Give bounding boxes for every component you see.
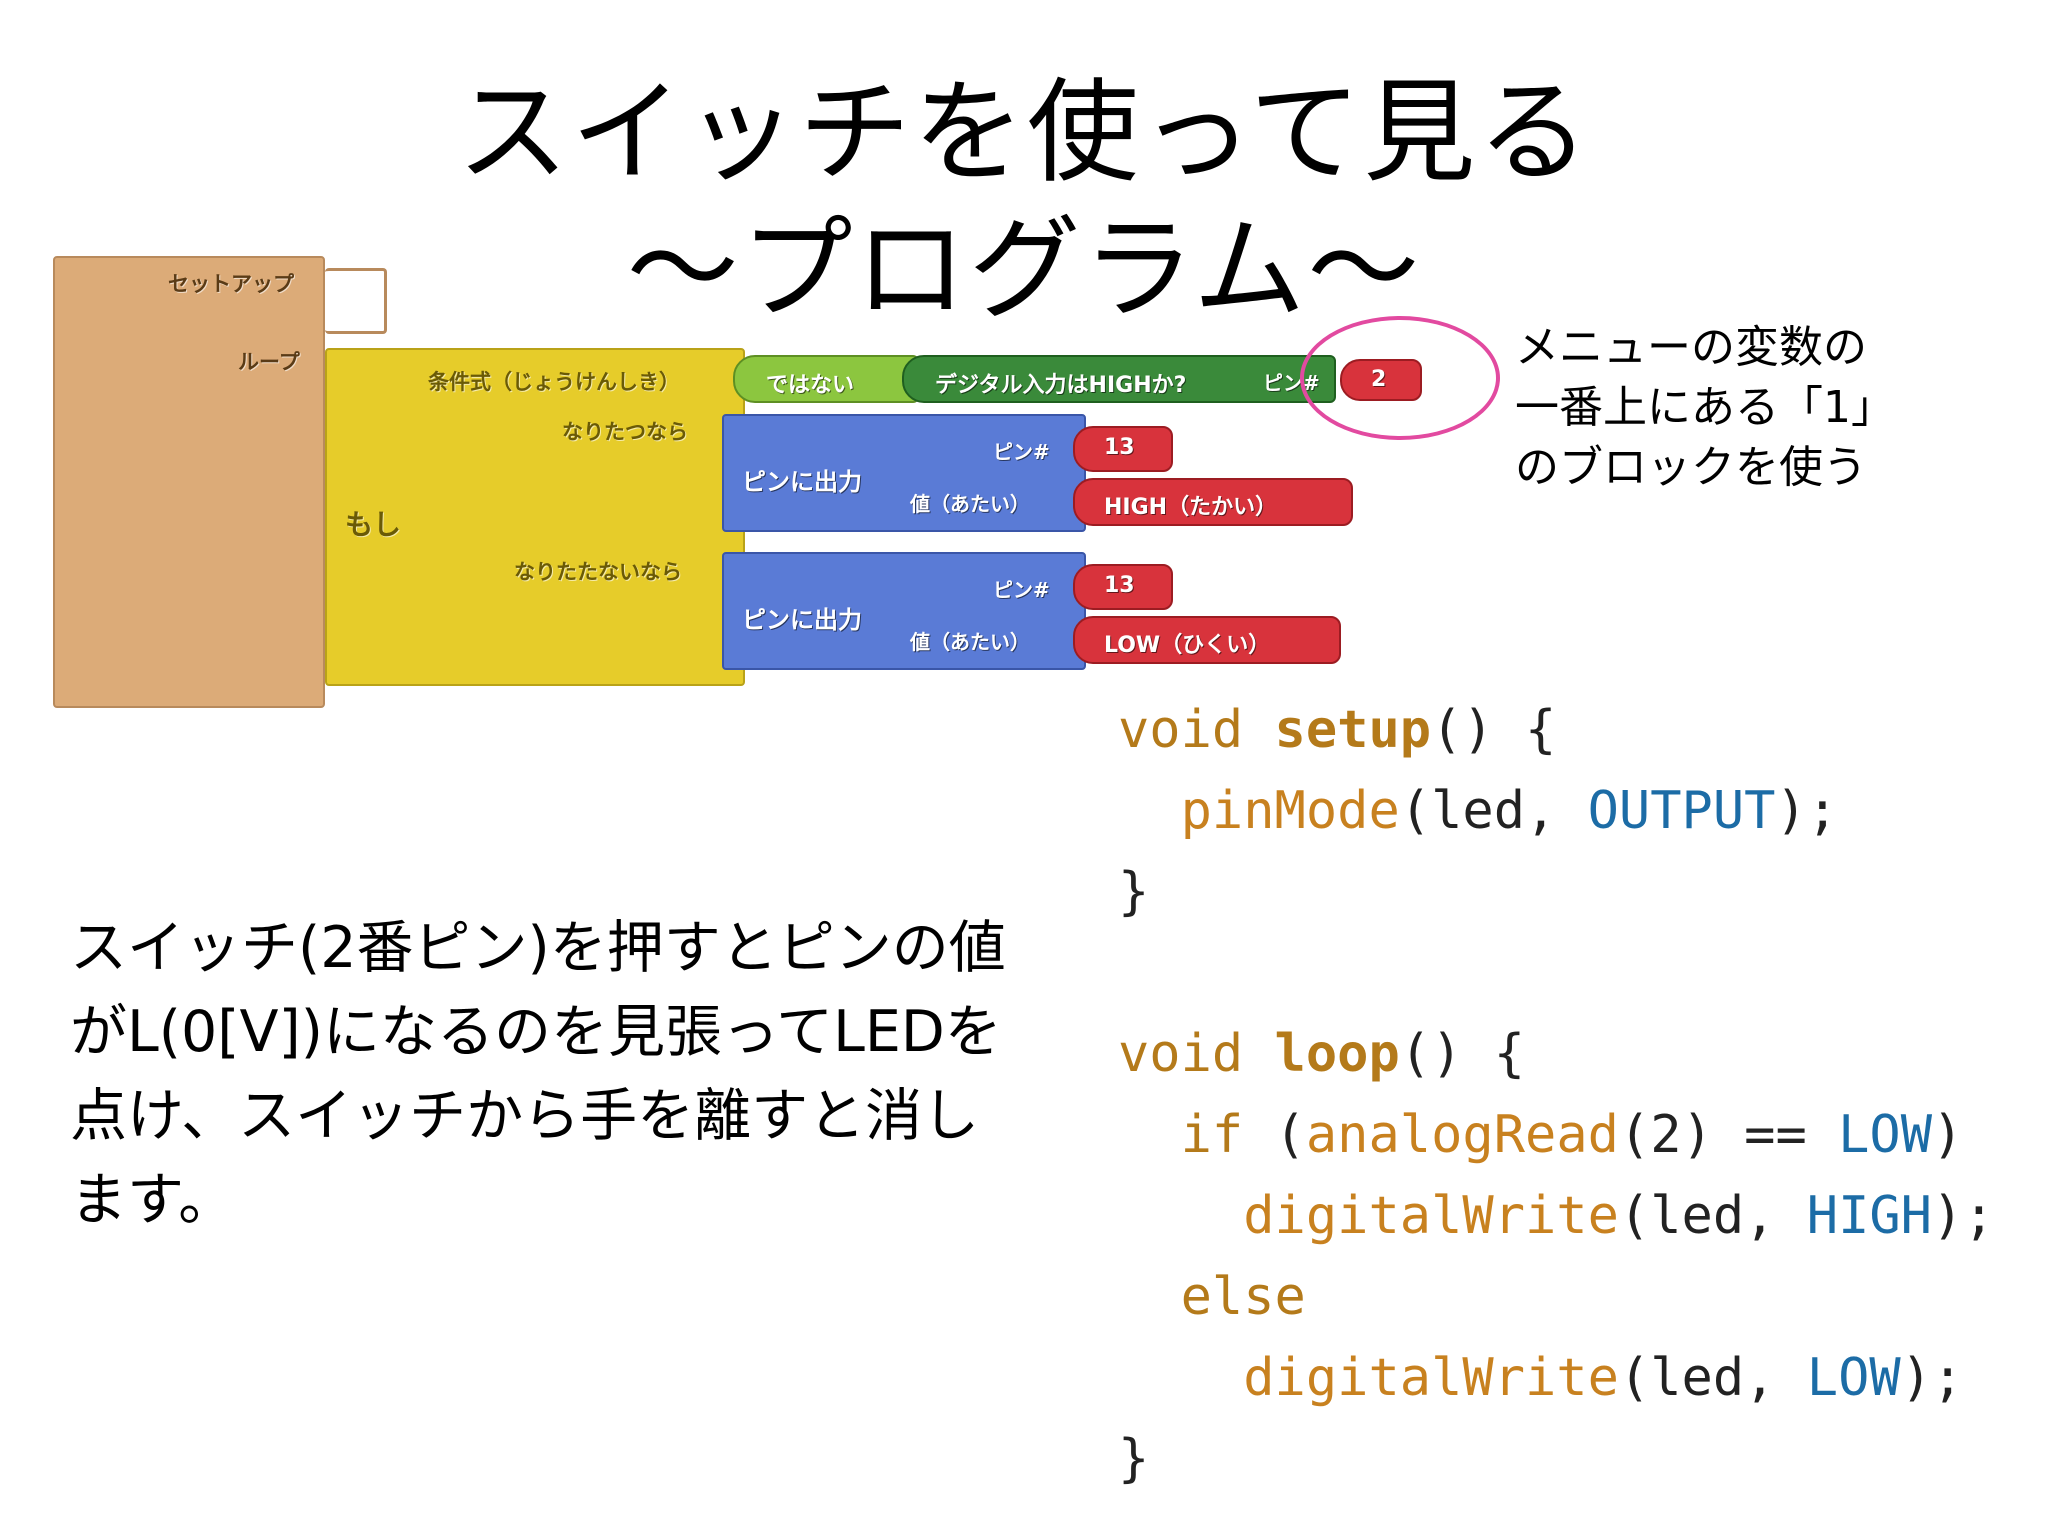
else-pin-number: 13	[1104, 573, 1135, 598]
code-keyword: void	[1118, 1024, 1244, 1084]
code-text: (led,	[1399, 781, 1588, 841]
loop-label: ループ	[238, 350, 300, 374]
else-value: LOW（ひくい）	[1104, 633, 1271, 658]
description-line: ます。	[70, 1167, 236, 1233]
code-text: )	[1932, 1105, 1964, 1165]
code-function-name: setup	[1274, 700, 1432, 760]
code-function: digitalWrite	[1243, 1348, 1619, 1408]
code-line: pinMode(led, OUTPUT);	[1118, 771, 1995, 852]
code-line: void setup() {	[1118, 690, 1995, 771]
code-text: () {	[1399, 1024, 1526, 1084]
code-text: (2) ==	[1618, 1105, 1839, 1165]
code-line: digitalWrite(led, LOW);	[1118, 1338, 1995, 1419]
then-pin-label: ピン#	[993, 440, 1050, 464]
code-text: );	[1932, 1186, 1995, 1246]
code-text: }	[1118, 862, 1150, 922]
code-line: }	[1118, 1419, 1995, 1500]
condition-label: 条件式（じょうけんしき）	[428, 370, 680, 394]
else-output-label: ピンに出力	[742, 606, 862, 634]
code-keyword: else	[1180, 1267, 1306, 1327]
code-listing: void setup() { pinMode(led, OUTPUT); } v…	[1118, 690, 1995, 1500]
code-line: digitalWrite(led, HIGH);	[1118, 1176, 1995, 1257]
callout-note: メニューの変数の 一番上にある「1」 のブロックを使う	[1515, 318, 1935, 498]
then-pin-number: 13	[1104, 435, 1135, 460]
slide-title: スイッチを使って見る	[456, 68, 1592, 198]
code-line: }	[1118, 852, 1995, 933]
else-value-block[interactable]	[1073, 616, 1341, 664]
code-text: );	[1775, 781, 1839, 841]
code-function: analogRead	[1305, 1105, 1619, 1165]
then-value-label: 値（あたい）	[910, 492, 1030, 516]
then-value-block[interactable]	[1073, 478, 1353, 526]
then-output-block[interactable]	[722, 414, 1086, 532]
code-line: void loop() {	[1118, 1014, 1995, 1095]
code-line: else	[1118, 1257, 1995, 1338]
code-function-name: loop	[1274, 1024, 1400, 1084]
description-line: がL(0[V])になるのを見張ってLEDを	[70, 999, 1002, 1065]
setup-label: セットアップ	[168, 272, 294, 296]
slide-subtitle: ～プログラム～	[626, 205, 1422, 335]
code-text: (led,	[1618, 1348, 1807, 1408]
callout-line: メニューの変数の	[1515, 322, 1867, 373]
not-block[interactable]	[733, 355, 919, 403]
code-line-blank	[1118, 933, 1995, 1014]
code-keyword: void	[1118, 700, 1244, 760]
if-label: もし	[345, 508, 402, 541]
code-text: (led,	[1618, 1186, 1807, 1246]
code-constant: HIGH	[1806, 1186, 1932, 1246]
setup-socket	[325, 268, 387, 334]
code-line: if (analogRead(2) == LOW)	[1118, 1095, 1995, 1176]
else-label: なりたたないなら	[514, 560, 682, 584]
code-keyword: if	[1180, 1105, 1244, 1165]
arduino-main-block[interactable]	[53, 256, 325, 708]
else-value-label: 値（あたい）	[910, 630, 1030, 654]
digital-read-label: デジタル入力はHIGHか?	[935, 373, 1187, 398]
callout-line: 一番上にある「1」	[1515, 382, 1895, 433]
code-constant: LOW	[1838, 1105, 1933, 1165]
highlight-circle	[1300, 316, 1500, 440]
code-text: }	[1118, 1429, 1150, 1489]
not-block-label: ではない	[766, 373, 855, 398]
else-pin-number-block[interactable]	[1073, 564, 1173, 610]
then-label: なりたつなら	[562, 420, 688, 444]
then-output-label: ピンに出力	[742, 468, 862, 496]
code-function: pinMode	[1180, 781, 1400, 841]
code-text: );	[1900, 1348, 1964, 1408]
description-text: スイッチ(2番ピン)を押すとピンの値 がL(0[V])になるのを見張ってLEDを…	[70, 906, 1070, 1242]
description-line: スイッチ(2番ピン)を押すとピンの値	[70, 915, 1006, 981]
then-pin-number-block[interactable]	[1073, 426, 1173, 472]
code-text: (	[1243, 1105, 1306, 1165]
callout-line: のブロックを使う	[1515, 442, 1867, 493]
if-block[interactable]	[325, 348, 745, 686]
description-line: 点け、スイッチから手を離すと消し	[70, 1083, 980, 1149]
code-function: digitalWrite	[1243, 1186, 1619, 1246]
digital-read-block[interactable]	[902, 355, 1336, 403]
code-text: () {	[1431, 700, 1557, 760]
else-output-block[interactable]	[722, 552, 1086, 670]
code-constant: LOW	[1806, 1348, 1901, 1408]
code-constant: OUTPUT	[1587, 781, 1776, 841]
else-pin-label: ピン#	[993, 578, 1050, 602]
then-value: HIGH（たかい）	[1104, 495, 1278, 520]
